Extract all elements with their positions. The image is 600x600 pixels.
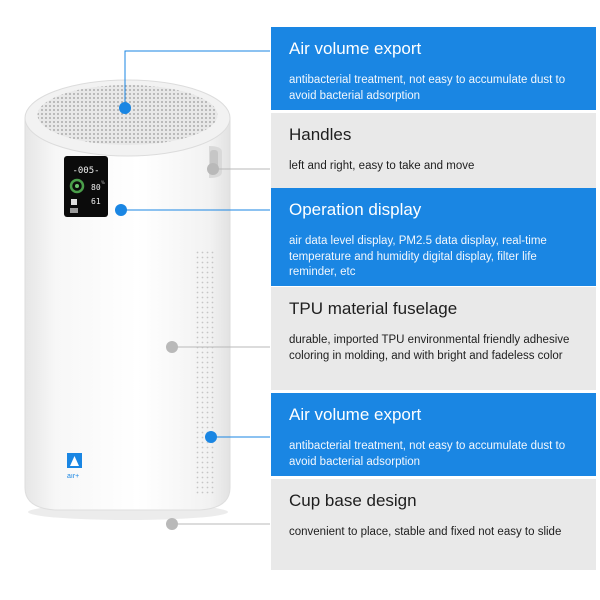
feature-description: air data level display, PM2.5 data displ…: [289, 235, 547, 278]
feature-panel-air-volume-export-side: Air volume export antibacterial treatmen…: [271, 393, 596, 476]
feature-panel-tpu-material-fuselage: TPU material fuselage durable, imported …: [271, 287, 596, 390]
feature-title: TPU material fuselage: [289, 299, 458, 318]
feature-description: left and right, easy to take and move: [289, 160, 475, 172]
callout-dot: [207, 163, 219, 175]
feature-title: Operation display: [289, 200, 422, 219]
feature-description: convenient to place, stable and fixed no…: [289, 526, 562, 538]
svg-text:-005-: -005-: [72, 166, 99, 176]
callout-dot: [166, 518, 178, 530]
air-purifier-illustration: -005- 80 % 61 aır+: [24, 50, 270, 530]
side-air-vent: [196, 250, 216, 496]
feature-description: antibacterial treatment, not easy to acc…: [289, 74, 566, 102]
operation-display-screen: -005- 80 % 61: [64, 156, 108, 217]
svg-text:61: 61: [91, 197, 101, 206]
top-air-outlet-mesh: [37, 85, 218, 145]
feature-panel-operation-display: Operation display air data level display…: [271, 188, 596, 286]
feature-description: durable, imported TPU environmental frie…: [289, 334, 570, 362]
callout-dot: [205, 431, 217, 443]
callout-dot: [119, 102, 131, 114]
feature-title: Handles: [289, 125, 352, 144]
svg-text:aır+: aır+: [67, 473, 79, 480]
feature-panel-cup-base-design: Cup base design convenient to place, sta…: [271, 479, 596, 570]
callout-dot: [115, 204, 127, 216]
feature-title: Air volume export: [289, 39, 422, 58]
svg-text:80: 80: [91, 183, 101, 192]
feature-title: Air volume export: [289, 405, 422, 424]
feature-panel-handles: Handles left and right, easy to take and…: [271, 113, 596, 188]
feature-panel-air-volume-export: Air volume export antibacterial treatmen…: [271, 27, 596, 110]
callout-dot: [166, 341, 178, 353]
feature-description: antibacterial treatment, not easy to acc…: [289, 440, 566, 468]
brand-logo: aır+: [67, 453, 82, 480]
svg-text:%: %: [101, 180, 105, 185]
feature-title: Cup base design: [289, 491, 417, 510]
